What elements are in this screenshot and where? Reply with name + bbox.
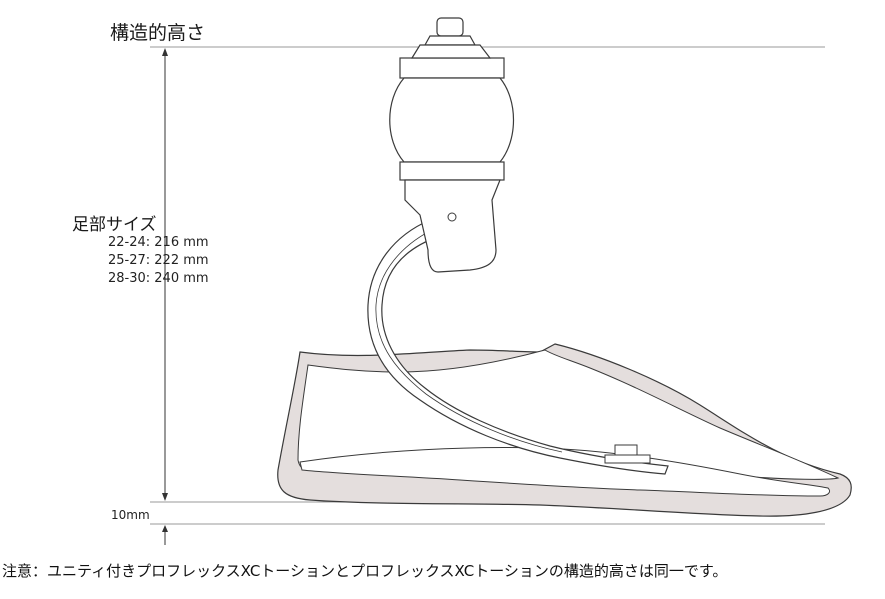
structural-height-label: 構造的高さ: [110, 22, 206, 44]
height-dimension-arrow: [162, 48, 168, 501]
foot-size-range-3: 28-30: 240 mm: [108, 271, 209, 286]
foot-size-range-2: 25-27: 222 mm: [108, 253, 209, 268]
foot-size-range-1: 22-24: 216 mm: [108, 235, 209, 250]
gap-dimension-arrow: [162, 525, 168, 545]
heel-bolt: [604, 444, 651, 464]
pyramid-adapter: [399, 17, 505, 79]
ankle-block: [404, 179, 501, 273]
ankle-screw: [447, 212, 457, 222]
torsion-unit: [389, 77, 515, 163]
carbon-blade: [367, 219, 669, 475]
footnote: 注意：ユニティ付きプロフレックスXCトーションとプロフレックスXCトーションの構…: [2, 562, 728, 580]
torsion-lower-ring: [399, 161, 505, 181]
carbon-blade-inner: [375, 227, 563, 453]
gap-height-label: 10mm: [111, 508, 150, 522]
foot-size-label: 足部サイズ: [72, 215, 157, 235]
